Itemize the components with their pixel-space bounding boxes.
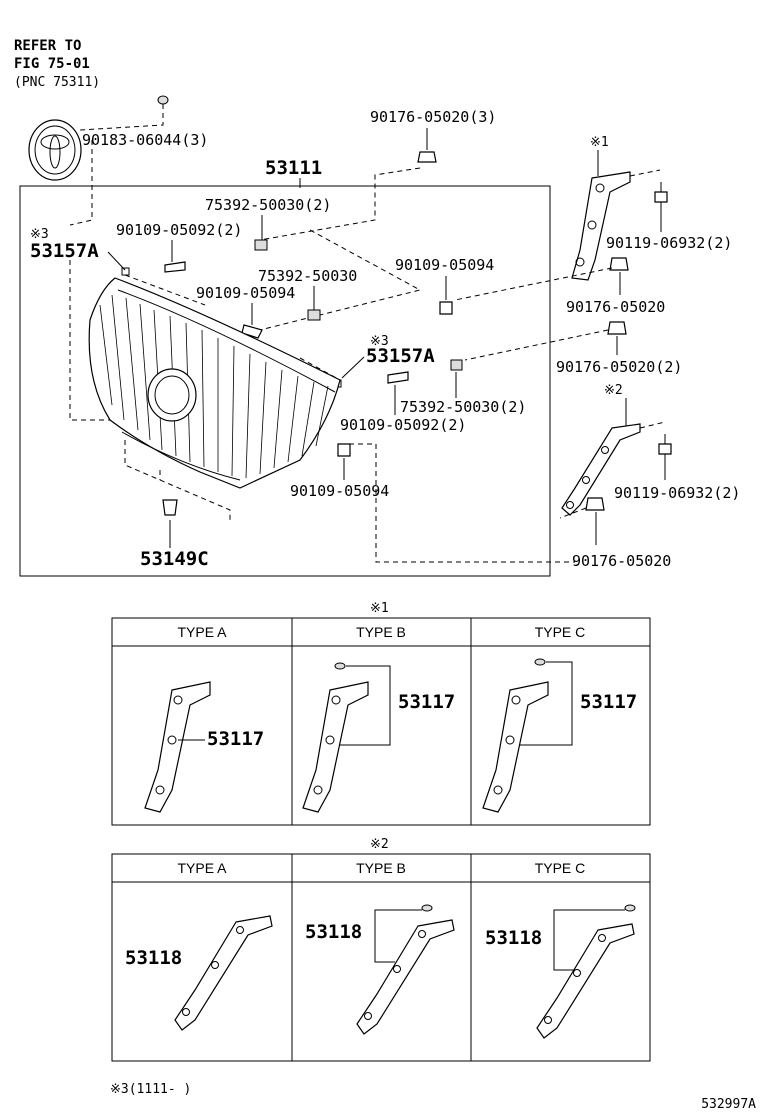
table2-header-c: TYPE C	[535, 860, 586, 876]
note1-upper: ※1	[590, 135, 609, 150]
label-90176-05020-top: 90176-05020(3)	[370, 108, 496, 126]
label-90176-05020-bottom: 90176-05020	[572, 552, 671, 570]
grille-assembly-box	[19, 185, 551, 577]
clip-icon	[450, 359, 463, 371]
radiator-grille	[88, 277, 341, 489]
label-90109-05092-2: 90109-05092(2)	[116, 221, 242, 239]
nut-icon	[417, 151, 437, 163]
clip-icon	[307, 309, 321, 321]
table2-part-c: 53118	[485, 927, 542, 949]
refer-to-line1: REFER TO	[14, 38, 81, 54]
bolt-icon	[387, 371, 409, 384]
label-90109-05092-2-lower: 90109-05092(2)	[340, 416, 466, 434]
table2-part-b: 53118	[305, 921, 362, 943]
table2-header-b: TYPE B	[356, 860, 406, 876]
type-table-53117: TYPE A TYPE B TYPE C 53117 53117 53117	[111, 617, 651, 826]
table2-header-a: TYPE A	[177, 860, 227, 876]
label-90176-05020-2: 90176-05020(2)	[556, 358, 682, 376]
bolt-icon	[439, 301, 453, 315]
type-table-53118: TYPE A TYPE B TYPE C 53118 53118 53118	[111, 853, 651, 1062]
label-53157A-lower: 53157A	[366, 345, 435, 367]
table2-title: ※2	[370, 837, 389, 852]
bracket-53117	[571, 171, 631, 281]
label-90119-06932-lower: 90119-06932(2)	[614, 484, 740, 502]
label-90109-05094-left: 90109-05094	[196, 284, 295, 302]
label-90119-06932-upper: 90119-06932(2)	[606, 234, 732, 252]
figure-id: 532997A	[701, 1097, 756, 1112]
label-53157A-upper: 53157A	[30, 240, 99, 262]
label-53111: 53111	[265, 157, 322, 179]
refer-to-line3: (PNC 75311)	[14, 75, 100, 90]
bolt-icon	[241, 324, 263, 339]
bolt-icon	[337, 443, 351, 457]
label-75392-50030-2-lower: 75392-50030(2)	[400, 398, 526, 416]
table1-title: ※1	[370, 601, 389, 616]
table1-header-b: TYPE B	[356, 624, 406, 640]
table1-part-a: 53117	[207, 728, 264, 750]
label-75392-50030: 75392-50030	[258, 267, 357, 285]
label-90109-05094-right: 90109-05094	[395, 256, 494, 274]
note3-lower: ※3	[370, 334, 389, 349]
bolt-icon	[162, 499, 178, 516]
nut-icon	[585, 497, 605, 511]
label-90176-05020-mid: 90176-05020	[566, 298, 665, 316]
footnote: ※3(1111- )	[110, 1082, 191, 1097]
label-90183-06044: 90183-06044(3)	[82, 131, 208, 149]
table1-header-a: TYPE A	[177, 624, 227, 640]
emblem-icon	[28, 119, 82, 181]
clip-icon	[254, 239, 268, 251]
table2-part-a: 53118	[125, 947, 182, 969]
refer-to-line2: FIG 75-01	[14, 56, 90, 72]
label-53149C: 53149C	[140, 548, 209, 570]
note2-upper: ※2	[604, 383, 623, 398]
table1-part-b: 53117	[398, 691, 455, 713]
note3-upper: ※3	[30, 227, 49, 242]
bolt-icon	[654, 182, 668, 203]
nut-icon	[157, 95, 169, 105]
nut-icon	[607, 321, 627, 335]
table1-part-c: 53117	[580, 691, 637, 713]
bolt-icon	[164, 261, 186, 273]
table1-header-c: TYPE C	[535, 624, 586, 640]
bolt-icon	[658, 434, 672, 455]
bracket-53118	[561, 423, 641, 516]
label-75392-50030-2: 75392-50030(2)	[205, 196, 331, 214]
clip-icon	[121, 267, 130, 276]
label-90109-05094-bottom: 90109-05094	[290, 482, 389, 500]
nut-icon	[609, 257, 629, 271]
